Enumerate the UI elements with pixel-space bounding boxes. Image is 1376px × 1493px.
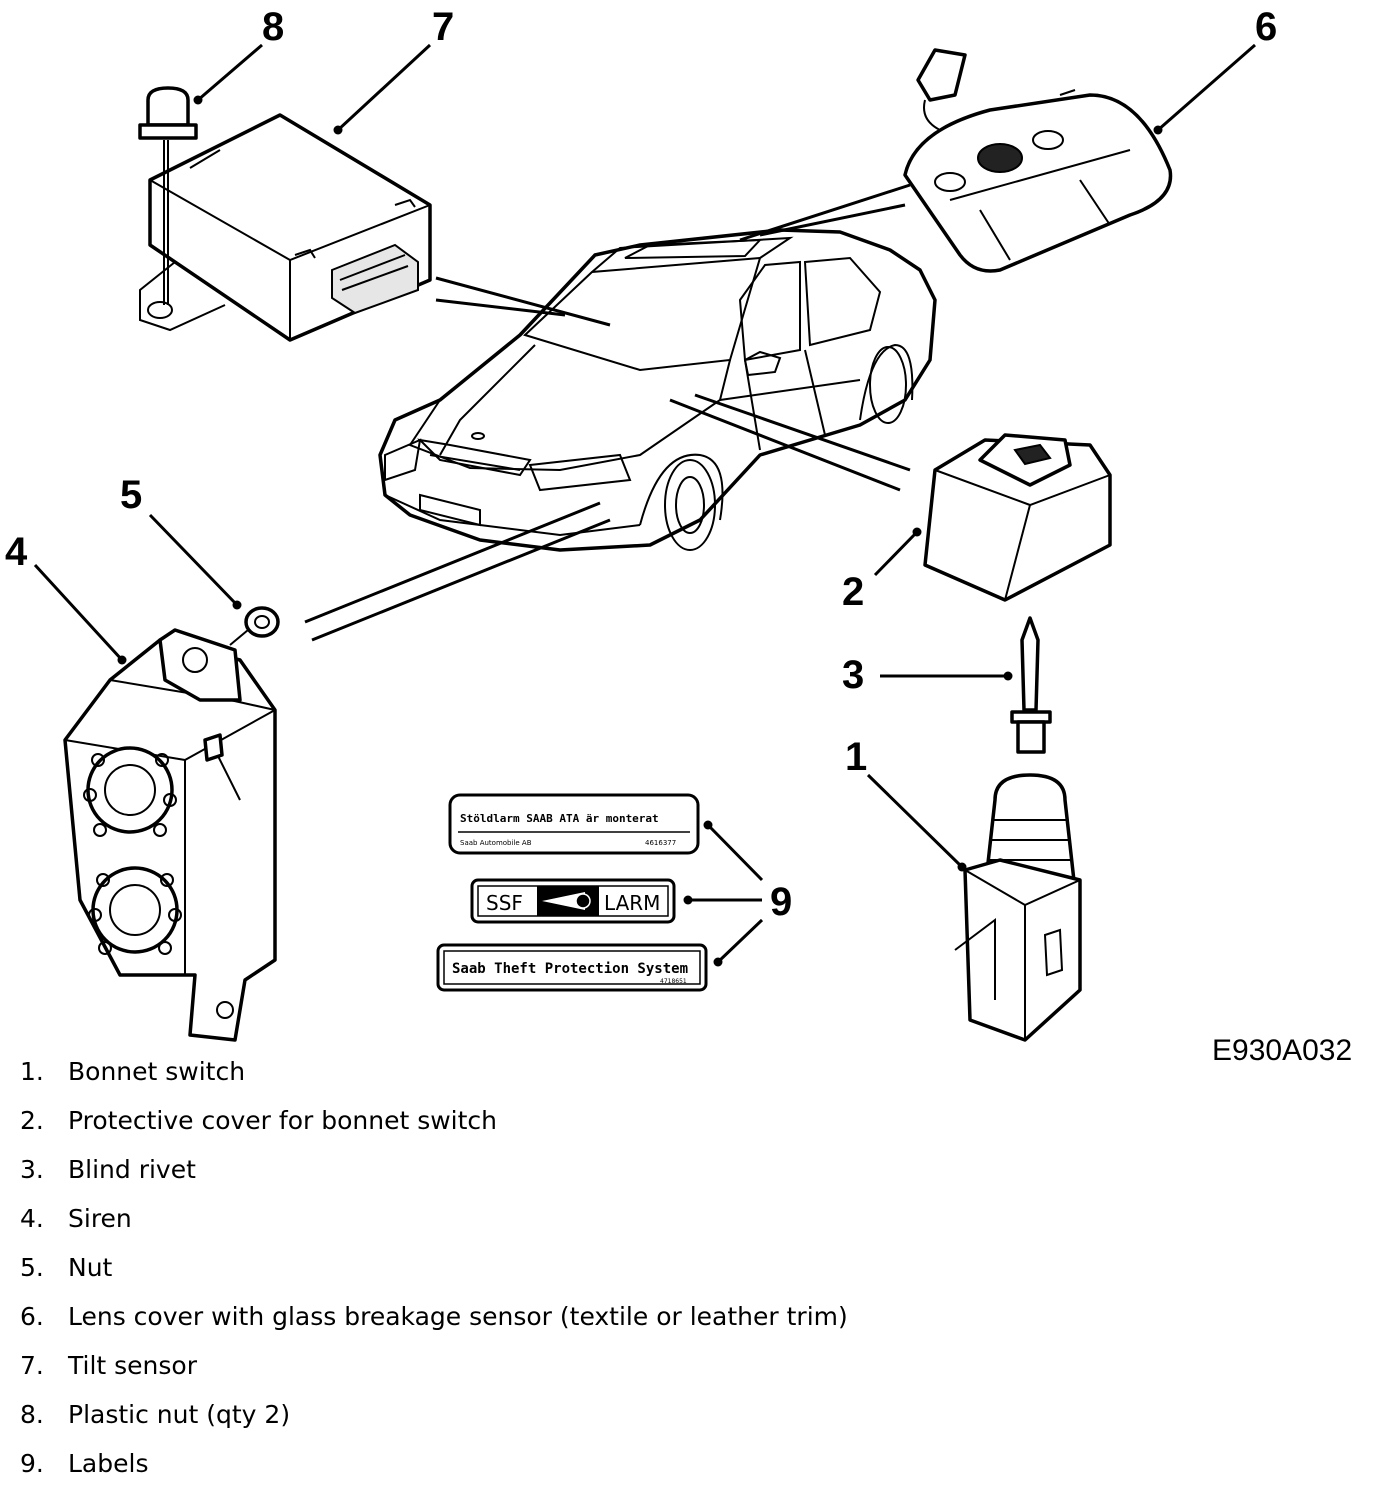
legend-number: 4. — [20, 1204, 44, 1233]
legend-item: 3. Blind rivet — [20, 1150, 1320, 1199]
legend-number: 6. — [20, 1302, 44, 1331]
legend-number: 2. — [20, 1106, 44, 1135]
callout-8: 8 — [262, 5, 284, 49]
labels-illustration: Stöldlarm SAAB ATA är monterat Saab Auto… — [436, 793, 708, 992]
label-a-code: 4616377 — [645, 839, 676, 847]
callout-5: 5 — [120, 473, 142, 517]
label-a-line2: Saab Automobile AB — [460, 839, 532, 847]
car-illustration — [378, 228, 937, 552]
figure-id: E930A032 — [1212, 1034, 1352, 1067]
callout-6: 6 — [1255, 5, 1277, 49]
label-b-right-text: LARM — [604, 891, 660, 915]
plastic-nut-illustration — [138, 86, 198, 305]
legend-text: Bonnet switch — [68, 1057, 246, 1086]
label-c-text: Saab Theft Protection System — [452, 961, 688, 977]
parts-legend: 1. Bonnet switch 2. Protective cover for b… — [20, 1052, 1320, 1493]
legend-item: 4. Siren — [20, 1199, 1320, 1248]
callout-leaders — [33, 43, 1256, 967]
leader-lines — [304, 183, 911, 642]
legend-number: 1. — [20, 1057, 44, 1086]
legend-item: 5. Nut — [20, 1248, 1320, 1297]
legend-text: Protective cover for bonnet switch — [68, 1106, 498, 1135]
callout-7: 7 — [432, 5, 454, 49]
legend-item: 8. Plastic nut (qty 2) — [20, 1395, 1320, 1444]
label-a-line1: Stöldlarm SAAB ATA är monterat — [460, 812, 659, 825]
lens-cover-illustration — [903, 48, 1173, 273]
tilt-sensor-illustration — [139, 113, 432, 342]
label-a — [448, 793, 700, 855]
nut-illustration — [229, 606, 280, 646]
legend-text: Blind rivet — [68, 1155, 196, 1184]
label-b-left-text: SSF — [486, 891, 523, 915]
siren-illustration — [63, 628, 277, 1042]
exploded-diagram: Stöldlarm SAAB ATA är monterat Saab Auto… — [5, 5, 1352, 1067]
callout-4: 4 — [5, 530, 28, 574]
blind-rivet-illustration — [1010, 616, 1052, 754]
callout-2: 2 — [842, 570, 864, 614]
legend-text: Tilt sensor — [68, 1351, 197, 1380]
callout-numbers: 8 7 6 5 4 2 3 1 9 — [5, 5, 1277, 924]
callout-1: 1 — [845, 735, 867, 779]
legend-text: Nut — [68, 1253, 113, 1282]
legend-text: Plastic nut (qty 2) — [68, 1400, 291, 1429]
legend-item: 7. Tilt sensor — [20, 1346, 1320, 1395]
legend-item: 6. Lens cover with glass breakage sensor … — [20, 1297, 1320, 1346]
legend-text: Lens cover with glass breakage sensor (t… — [68, 1302, 848, 1331]
legend-item: 1. Bonnet switch — [20, 1052, 1320, 1101]
callout-3: 3 — [842, 653, 864, 697]
label-c-code: 4718651 — [660, 978, 687, 985]
legend-text: Siren — [68, 1204, 132, 1233]
legend-number: 5. — [20, 1253, 44, 1282]
legend-text: Labels — [68, 1449, 149, 1478]
callout-9: 9 — [770, 880, 792, 924]
legend-number: 3. — [20, 1155, 44, 1184]
legend-number: 9. — [20, 1449, 44, 1478]
protective-cover-illustration — [923, 433, 1112, 602]
legend-item: 2. Protective cover for bonnet switch — [20, 1101, 1320, 1150]
legend-number: 7. — [20, 1351, 44, 1380]
bonnet-switch-illustration — [954, 773, 1082, 1042]
legend-number: 8. — [20, 1400, 44, 1429]
legend-item: 9. Labels — [20, 1444, 1320, 1493]
